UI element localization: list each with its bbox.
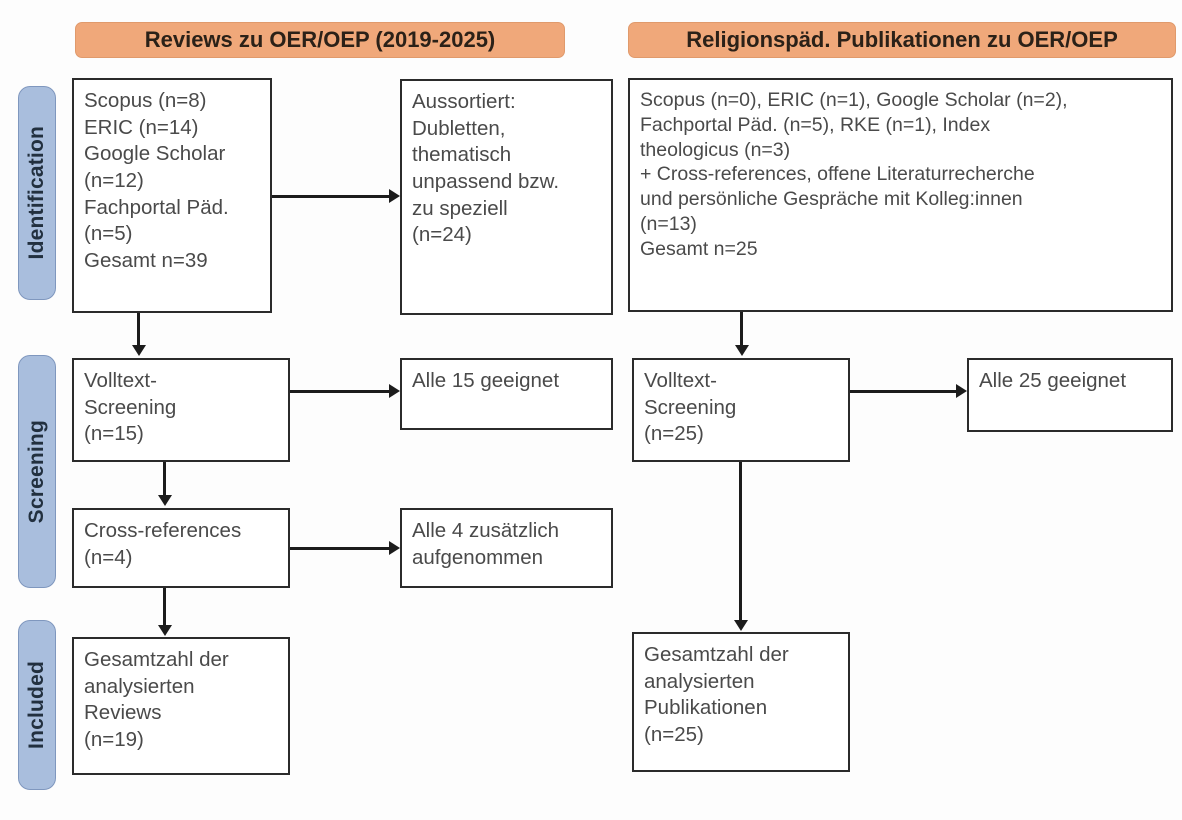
connector-left-crossrefs-to-result xyxy=(290,547,390,550)
box-left-fulltext-screening: Volltext- Screening (n=15) xyxy=(72,358,290,462)
column-header-reviews-label: Reviews zu OER/OEP (2019-2025) xyxy=(144,27,496,52)
stage-label-included: Included xyxy=(25,661,48,749)
column-header-religionspaed: Religionspäd. Publikationen zu OER/OEP xyxy=(628,22,1176,58)
stage-pill-identification: Identification xyxy=(18,86,56,300)
box-right-fulltext-screening: Volltext- Screening (n=25) xyxy=(632,358,850,462)
stage-pill-included: Included xyxy=(18,620,56,790)
box-right-fulltext-result: Alle 25 geeignet xyxy=(967,358,1173,432)
box-left-included-total: Gesamtzahl der analysierten Reviews (n=1… xyxy=(72,637,290,775)
connector-right-fulltext-to-included xyxy=(739,462,742,622)
arrowhead-left-crossrefs-to-result xyxy=(389,541,400,555)
connector-left-fulltext-to-result xyxy=(290,390,390,393)
box-right-sources: Scopus (n=0), ERIC (n=1), Google Scholar… xyxy=(628,78,1173,312)
connector-right-fulltext-to-result xyxy=(850,390,957,393)
box-right-included-total: Gesamtzahl der analysierten Publikatione… xyxy=(632,632,850,772)
box-left-excluded: Aussortiert: Dubletten, thematisch unpas… xyxy=(400,79,613,315)
arrowhead-left-fulltext-to-crossrefs xyxy=(158,495,172,506)
arrowhead-right-fulltext-to-included xyxy=(734,620,748,631)
arrowhead-left-sources-to-fulltext xyxy=(132,345,146,356)
connector-left-fulltext-to-crossrefs xyxy=(163,462,166,496)
connector-left-crossrefs-to-included xyxy=(163,588,166,627)
box-left-fulltext-result: Alle 15 geeignet xyxy=(400,358,613,430)
stage-label-screening: Screening xyxy=(25,419,48,524)
column-header-reviews: Reviews zu OER/OEP (2019-2025) xyxy=(75,22,565,58)
arrowhead-left-crossrefs-to-included xyxy=(158,625,172,636)
connector-right-sources-to-fulltext xyxy=(740,312,743,346)
column-header-religionspaed-label: Religionspäd. Publikationen zu OER/OEP xyxy=(686,27,1118,52)
box-left-crossreferences-result: Alle 4 zusätzlich aufgenommen xyxy=(400,508,613,588)
connector-left-sources-to-excluded xyxy=(272,195,390,198)
arrowhead-left-fulltext-to-result xyxy=(389,384,400,398)
arrowhead-right-fulltext-to-result xyxy=(956,384,967,398)
stage-pill-screening: Screening xyxy=(18,355,56,588)
box-left-sources: Scopus (n=8) ERIC (n=14) Google Scholar … xyxy=(72,78,272,313)
arrowhead-left-sources-to-excluded xyxy=(389,189,400,203)
stage-label-identification: Identification xyxy=(25,126,48,260)
box-left-crossreferences: Cross-references (n=4) xyxy=(72,508,290,588)
connector-left-sources-to-fulltext xyxy=(137,313,140,346)
arrowhead-right-sources-to-fulltext xyxy=(735,345,749,356)
